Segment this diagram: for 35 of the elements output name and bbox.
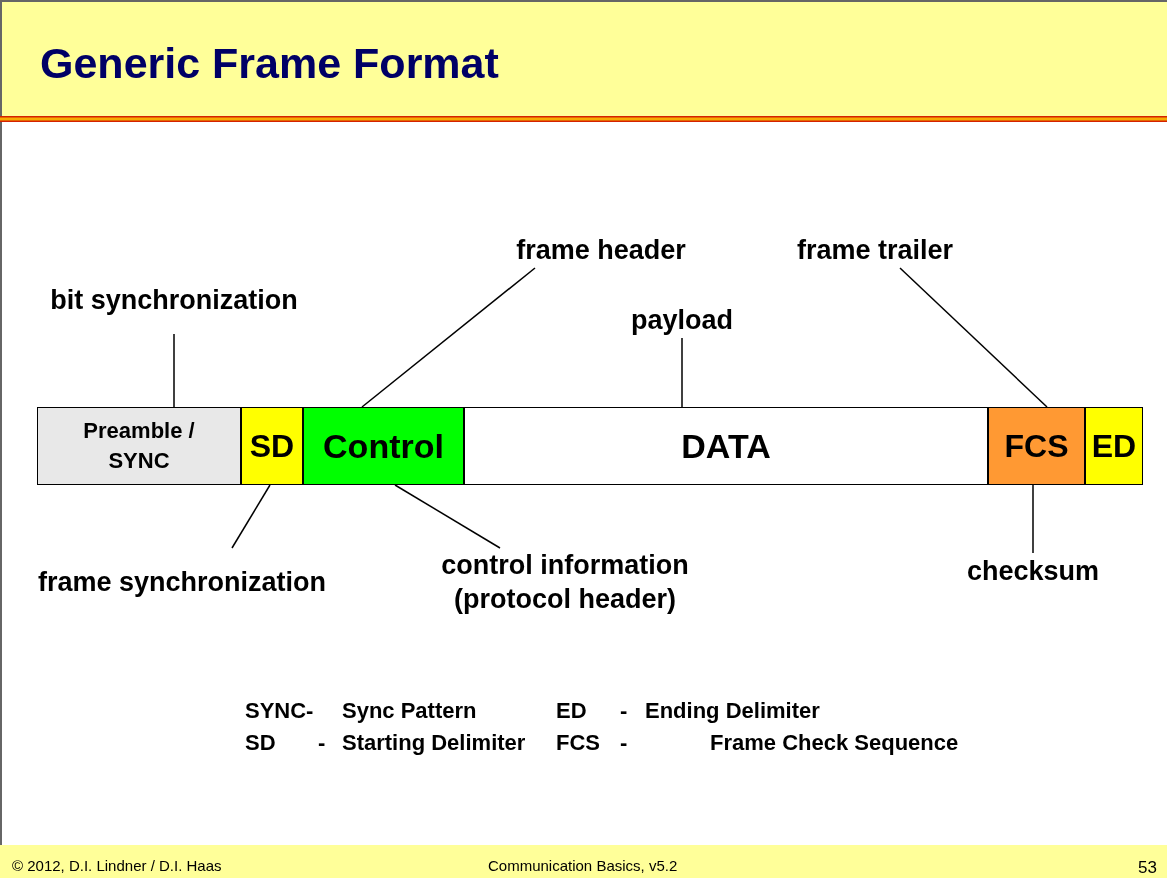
footer-text: 53 bbox=[1138, 857, 1157, 878]
leader-line bbox=[899, 267, 1048, 408]
legend-text: SD bbox=[245, 729, 276, 757]
callout-label: frame synchronization bbox=[32, 548, 332, 616]
data-field: DATA bbox=[464, 407, 988, 485]
legend-text: SYNC- bbox=[245, 697, 314, 725]
footer-text: © 2012, D.I. Lindner / D.I. Haas bbox=[12, 856, 222, 876]
control-field: Control bbox=[303, 407, 464, 485]
legend-text: Sync Pattern bbox=[342, 697, 477, 725]
legend-text: FCS bbox=[556, 729, 600, 757]
leader-line bbox=[231, 484, 271, 549]
legend-text: - bbox=[620, 729, 628, 757]
legend-text: Frame Check Sequence bbox=[710, 729, 959, 757]
legend-text: - bbox=[318, 729, 326, 757]
leader-line bbox=[681, 337, 683, 408]
footer-text: Communication Basics, v5.2 bbox=[488, 856, 678, 876]
callout-label: frame header bbox=[476, 232, 726, 268]
leader-line bbox=[173, 333, 175, 408]
callout-label: bit synchronization bbox=[44, 266, 304, 334]
leader-line bbox=[394, 484, 501, 549]
legend-text: Ending Delimiter bbox=[645, 697, 820, 725]
callout-label: frame trailer bbox=[765, 232, 985, 268]
legend-text: - bbox=[620, 697, 628, 725]
leader-line bbox=[1032, 484, 1034, 554]
fcs-field: FCS bbox=[988, 407, 1085, 485]
legend-text: Starting Delimiter bbox=[342, 729, 526, 757]
callout-label: checksum bbox=[945, 553, 1121, 589]
sd-field: SD bbox=[241, 407, 303, 485]
leader-line bbox=[361, 267, 536, 408]
ed-field: ED bbox=[1085, 407, 1143, 485]
callout-label: payload bbox=[602, 302, 762, 338]
legend-text: ED bbox=[556, 697, 587, 725]
slide-title: Generic Frame Format bbox=[40, 38, 499, 88]
callout-label: control information (protocol header) bbox=[400, 548, 730, 616]
preamble-field: Preamble / SYNC bbox=[37, 407, 241, 485]
